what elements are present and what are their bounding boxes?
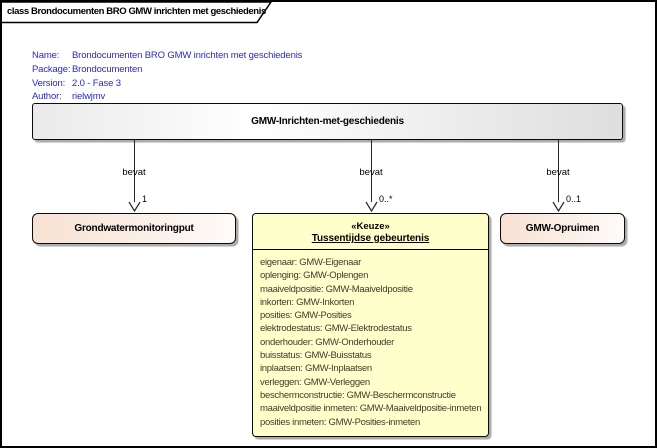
class-name: GMW-Inrichten-met-geschiedenis <box>251 116 404 127</box>
metadata-label: Version: <box>32 77 66 89</box>
metadata-label: Package: <box>32 63 71 75</box>
attribute: elektrodestatus: GMW-Elektrodestatus <box>260 323 412 335</box>
frame-tab-icon <box>2 2 272 24</box>
connector-multiplicity: 0..1 <box>566 194 582 204</box>
connector-line <box>370 140 372 202</box>
stereotype-label: «Keuze» <box>351 221 390 232</box>
connector-multiplicity: 0..* <box>379 194 393 204</box>
metadata-label: Name: <box>32 50 60 61</box>
attribute: inplaatsen: GMW-Inplaatsen <box>260 363 372 375</box>
class-name: Grondwatermonitoringput <box>74 223 194 234</box>
attribute: posities inmeten: GMW-Posities-inmeten <box>260 416 421 428</box>
class-node-tussentijdse-gebeurtenis[interactable]: «Keuze» Tussentijdse gebeurtenis eigenaa… <box>252 213 489 437</box>
metadata-value: rielwjmv <box>72 91 106 103</box>
diagram-title: class Brondocumenten BRO GMW inrichten m… <box>7 6 266 17</box>
attribute-list: eigenaar: GMW-Eigenaar oplenging: GMW-Op… <box>253 250 488 429</box>
metadata-value: Brondocumenten <box>72 63 143 75</box>
metadata-value: 2.0 - Fase 3 <box>72 77 121 89</box>
metadata-row-name: Name: Brondocumenten BRO GMW inrichten m… <box>32 49 302 63</box>
attribute: maaiveldpositie: GMW-Maaiveldpositie <box>260 283 413 295</box>
metadata-row-author: Author: rielwjmv <box>32 90 302 104</box>
open-arrowhead-icon <box>128 201 141 212</box>
attribute: buisstatus: GMW-Buisstatus <box>260 350 372 362</box>
class-name: Tussentijdse gebeurtenis <box>311 233 430 244</box>
connector-line <box>133 140 135 202</box>
connector-multiplicity: 1 <box>142 194 148 204</box>
attribute: maaiveldpositie inmeten: GMW-Maaiveldpos… <box>260 403 482 415</box>
attribute: inkorten: GMW-Inkorten <box>260 296 355 308</box>
metadata-row-version: Version: 2.0 - Fase 3 <box>32 77 302 91</box>
open-arrowhead-icon <box>365 201 378 212</box>
class-node-gmw-opruimen[interactable]: GMW-Opruimen <box>500 213 625 244</box>
connector-label: bevat <box>546 167 570 178</box>
class-name: GMW-Opruimen <box>525 223 600 234</box>
attribute: eigenaar: GMW-Eigenaar <box>260 257 361 268</box>
attribute: beschermconstructie: GMW-Beschermconstru… <box>260 389 456 401</box>
attribute: oplenging: GMW-Oplengen <box>260 270 369 282</box>
connector-line <box>557 140 559 202</box>
metadata-value: Brondocumenten BRO GMW inrichten met ges… <box>72 50 303 61</box>
metadata-label: Author: <box>32 91 62 103</box>
open-arrowhead-icon <box>552 201 565 212</box>
class-node-gmw-inrichten-met-geschiedenis[interactable]: GMW-Inrichten-met-geschiedenis <box>32 103 623 140</box>
metadata-row-package: Package: Brondocumenten <box>32 63 302 77</box>
attribute: verleggen: GMW-Verleggen <box>260 376 370 388</box>
class-node-grondwatermonitoringput[interactable]: Grondwatermonitoringput <box>32 213 236 244</box>
connector-label: bevat <box>359 167 383 178</box>
connector-label: bevat <box>122 167 146 178</box>
attribute: onderhouder: GMW-Onderhouder <box>260 336 395 348</box>
attribute: posities: GMW-Posities <box>260 310 352 322</box>
choice-header: «Keuze» Tussentijdse gebeurtenis <box>253 214 488 250</box>
diagram-metadata: Name: Brondocumenten BRO GMW inrichten m… <box>32 49 302 104</box>
